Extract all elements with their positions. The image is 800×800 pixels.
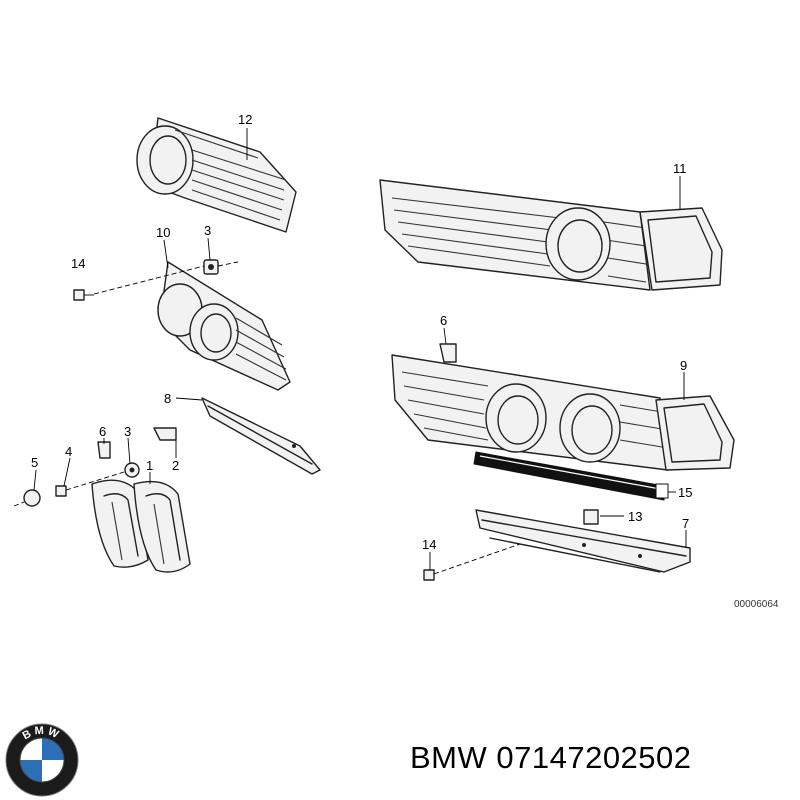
part-9-grille-panel: [391, 354, 735, 471]
part-8-trim-strip: [201, 397, 321, 475]
part-13-clip: [583, 509, 599, 525]
part-5-cap: [23, 489, 41, 507]
part-1-kidney-grille: [91, 479, 191, 573]
part-12-fastener-3-upper: [203, 259, 219, 275]
callout-3-upper: 3: [204, 223, 211, 238]
part-15-seal-strip: [473, 451, 669, 501]
part-2-bracket: [153, 427, 177, 441]
callout-2: 2: [172, 458, 179, 473]
part-12-grille-panel: [136, 117, 297, 233]
bmw-logo: BMW: [5, 723, 79, 797]
callout-3-lower: 3: [124, 424, 131, 439]
callout-14-upper: 14: [71, 256, 85, 271]
part-7-trim-strip: [475, 509, 691, 573]
callout-7: 7: [682, 516, 689, 531]
part-6-clip-upper: [439, 343, 457, 363]
callout-4: 4: [65, 444, 72, 459]
bmw-logo-lettering: BMW: [21, 725, 64, 743]
callout-13: 13: [628, 509, 642, 524]
leader-lines: [13, 128, 687, 575]
part-3-nut-lower: [124, 462, 140, 478]
callout-14-lower: 14: [422, 537, 436, 552]
callout-11: 11: [673, 161, 687, 176]
callout-6-upper: 6: [440, 313, 447, 328]
part-14-screw-upper: [73, 289, 94, 301]
callout-12: 12: [238, 112, 252, 127]
callout-8: 8: [164, 391, 171, 406]
diagram-code: 00006064: [734, 599, 779, 610]
callout-9: 9: [680, 358, 687, 373]
callout-10: 10: [156, 225, 170, 240]
part-number-caption: BMW 07147202502: [410, 740, 692, 775]
part-4-screw: [55, 485, 67, 497]
part-14-screw-lower: [423, 569, 435, 581]
callout-1: 1: [146, 458, 153, 473]
callout-5: 5: [31, 455, 38, 470]
part-10-grille-panel: [157, 261, 291, 391]
part-6-clip-lower: [97, 441, 111, 459]
callout-6-lower: 6: [99, 424, 106, 439]
part-11-grille-panel: [379, 179, 723, 291]
callout-15: 15: [678, 485, 692, 500]
